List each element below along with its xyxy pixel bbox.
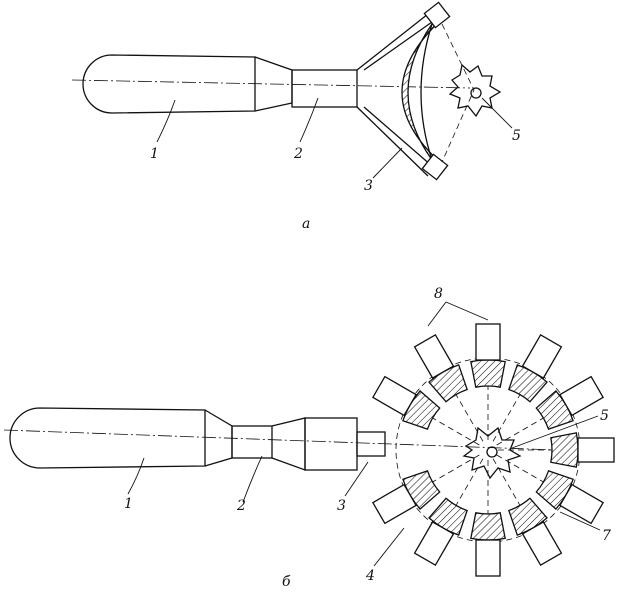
ring-emitter bbox=[577, 437, 615, 463]
label-4-b: 4 bbox=[365, 568, 375, 584]
tube-outlet-b bbox=[356, 431, 386, 457]
ring-emitter bbox=[413, 521, 455, 567]
figure-a: 1 2 3 5 а bbox=[71, 1, 521, 232]
reflector-ring-b bbox=[371, 323, 615, 577]
ring-emitter bbox=[371, 483, 417, 525]
figure-b: 1 2 3 4 5 7 8 б bbox=[3, 286, 615, 590]
ring-segment bbox=[508, 497, 548, 536]
focus-point-a bbox=[470, 87, 482, 99]
ring-spoke bbox=[455, 458, 484, 506]
tube-neck-a bbox=[291, 69, 358, 108]
focus-point-b bbox=[486, 446, 498, 458]
ring-emitter bbox=[475, 539, 501, 577]
tube-collar-b bbox=[304, 417, 358, 471]
ring-spoke bbox=[432, 417, 480, 446]
ring-emitter bbox=[559, 375, 605, 417]
label-5-b: 5 bbox=[600, 408, 609, 424]
ring-segment bbox=[470, 512, 506, 541]
calculus-star-b bbox=[462, 426, 522, 480]
cone-clamp-bottom-a bbox=[421, 153, 449, 181]
label-8-b: 8 bbox=[434, 286, 443, 302]
tube-flare-b bbox=[271, 417, 306, 471]
tube-body-b bbox=[9, 407, 206, 469]
ring-spoke bbox=[492, 458, 521, 506]
tube-body-a bbox=[82, 54, 256, 114]
label-3-a: 3 bbox=[364, 178, 373, 194]
ring-emitter bbox=[371, 375, 417, 417]
ring-emitter bbox=[521, 333, 563, 379]
ring-spoke bbox=[432, 454, 480, 483]
leader-5-a bbox=[481, 97, 513, 129]
ring-segments bbox=[371, 323, 615, 577]
label-3-b: 3 bbox=[337, 498, 346, 514]
caption-b: б bbox=[282, 574, 291, 590]
ring-emitter bbox=[559, 483, 605, 525]
ring-segment bbox=[550, 432, 579, 468]
calculus-star-a bbox=[448, 63, 502, 118]
ring-emitter bbox=[413, 333, 455, 379]
ring-segment bbox=[470, 359, 506, 388]
label-2-a: 2 bbox=[293, 146, 303, 162]
ring-segment bbox=[402, 390, 441, 430]
leader-5-b bbox=[511, 415, 599, 449]
focus-lines-a bbox=[441, 23, 475, 163]
tube-neck-b bbox=[231, 425, 273, 459]
leader-1-b bbox=[127, 457, 145, 495]
leader-2-a bbox=[299, 97, 319, 143]
label-1-b: 1 bbox=[124, 496, 133, 512]
reflector-inner-edge-a bbox=[420, 23, 433, 161]
ring-segment bbox=[535, 390, 574, 430]
ring-spoke bbox=[496, 417, 544, 446]
leader-3-b bbox=[344, 461, 369, 497]
ring-spoke bbox=[455, 394, 484, 442]
ring-emitter bbox=[521, 521, 563, 567]
ring-segment bbox=[428, 364, 468, 403]
center-axis-b bbox=[3, 429, 613, 453]
label-5-a: 5 bbox=[512, 128, 521, 144]
leader-2-b bbox=[242, 455, 263, 503]
ring-segment bbox=[508, 364, 548, 403]
cone-clamp-top-a bbox=[423, 1, 451, 29]
leader-1-a bbox=[156, 99, 176, 143]
center-axis-a bbox=[71, 79, 471, 89]
leader-4-b bbox=[373, 527, 405, 567]
label-2-b: 2 bbox=[236, 498, 246, 514]
ring-spoke bbox=[492, 394, 521, 442]
leader-7-b bbox=[559, 511, 601, 531]
ring-emitter bbox=[475, 323, 501, 361]
label-1-a: 1 bbox=[150, 146, 159, 162]
leader-3-a bbox=[372, 147, 403, 179]
caption-a: а bbox=[302, 216, 310, 232]
label-7-b: 7 bbox=[602, 528, 611, 544]
leader-8-b bbox=[427, 301, 489, 327]
ring-segment bbox=[535, 470, 574, 510]
ring-segment bbox=[428, 497, 468, 536]
ring-segment bbox=[402, 470, 441, 510]
reflector-cone-a bbox=[356, 13, 433, 177]
ring-spoke bbox=[496, 454, 544, 483]
focusing-electrode-a bbox=[401, 18, 443, 165]
